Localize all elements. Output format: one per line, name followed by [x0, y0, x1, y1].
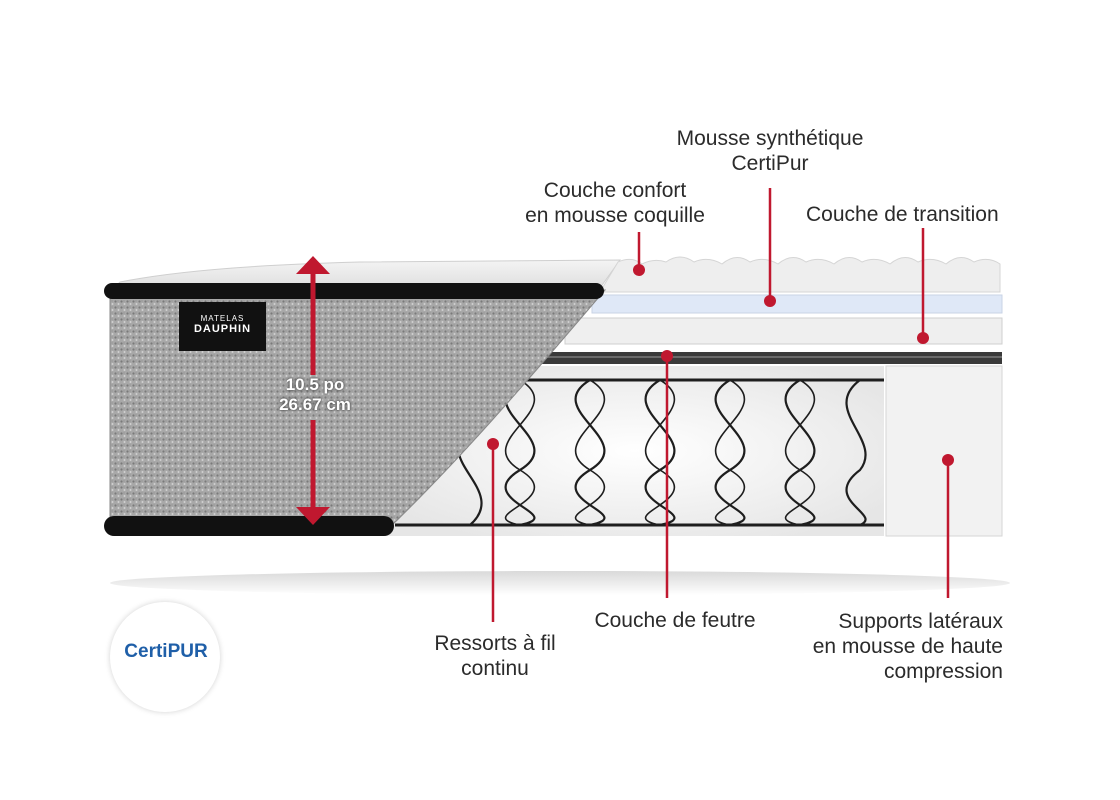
label-side-supports: Supports latéraux en mousse de haute com… [812, 610, 1003, 683]
brand-small-text: MATELAS [200, 314, 245, 323]
certipur-callout-dot [764, 295, 776, 307]
felt-callout-dot [661, 350, 673, 362]
brand-name: DAUPHIN [193, 323, 252, 335]
side-support-foam [885, 365, 1003, 537]
egg-crate-layer [599, 256, 1001, 293]
floor-shadow [110, 571, 1010, 595]
certipur-badge [110, 602, 220, 712]
label-synthetic-foam: Mousse synthétique CertiPur [676, 127, 864, 175]
transition-layer [564, 317, 1003, 345]
comfort-callout-dot [633, 264, 645, 276]
certipur-logo-text: CertiPUR [124, 641, 208, 662]
spring-core [385, 366, 884, 536]
transition-callout-dot [917, 332, 929, 344]
callout-lines [487, 188, 954, 622]
height-label: 10.5 po 26.67 cm [255, 375, 375, 415]
certipur-foam-layer [591, 294, 1003, 314]
brand-tag: MATELAS DAUPHIN [179, 302, 266, 351]
label-felt-layer: Couche de feutre [594, 609, 756, 632]
label-comfort-layer: Couche confort en mousse coquille [525, 179, 705, 227]
springs-callout-dot [487, 438, 499, 450]
side-callout-dot [942, 454, 954, 466]
bottom-band [104, 516, 394, 536]
height-arrow [296, 256, 330, 525]
label-springs: Ressorts à fil continu [434, 632, 556, 680]
label-transition-layer: Couche de transition [806, 203, 999, 226]
height-metric: 26.67 cm [279, 395, 351, 414]
height-imperial: 10.5 po [285, 375, 345, 394]
top-band [104, 283, 604, 299]
